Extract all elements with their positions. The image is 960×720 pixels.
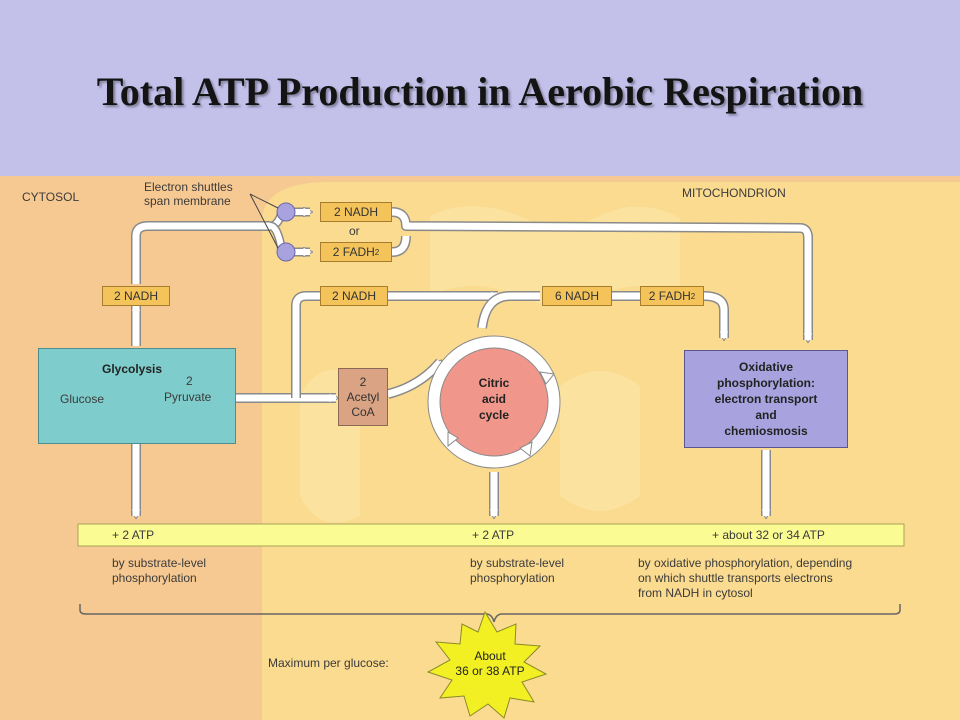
oxidative-line1: Oxidative bbox=[738, 360, 794, 374]
pyruvate-nadh-box: 2 NADH bbox=[320, 286, 388, 306]
glycolysis-title: Glycolysis bbox=[102, 362, 163, 376]
shuttle-fadh-subscript: 2 bbox=[374, 247, 380, 257]
atp-glycolysis: + 2 ATP bbox=[112, 528, 155, 542]
atp-citric: + 2 ATP bbox=[472, 528, 515, 542]
pyruvate-nadh-text: 2 NADH bbox=[331, 289, 376, 303]
oxidative-phosphorylation-box: Oxidative phosphorylation: electron tran… bbox=[684, 350, 848, 448]
note-substrate-2-line1: by substrate-level bbox=[470, 556, 565, 570]
title-banner bbox=[0, 0, 960, 176]
citric-line3: cycle bbox=[478, 408, 510, 422]
pyruvate-count: 2 bbox=[186, 374, 193, 388]
oxidative-line2: phosphorylation: bbox=[717, 376, 815, 390]
note-oxidative-line2: on which shuttle transports electrons bbox=[638, 571, 833, 585]
shuttle-circle-top bbox=[276, 202, 296, 222]
atp-oxidative: + about 32 or 34 ATP bbox=[712, 528, 825, 542]
acetyl-line3: CoA bbox=[351, 404, 375, 419]
cytosol-label: CYTOSOL bbox=[22, 190, 80, 204]
max-atp-starburst bbox=[426, 610, 548, 719]
acetyl-line1: 2 bbox=[359, 374, 367, 389]
note-oxidative-line3: from NADH in cytosol bbox=[638, 586, 753, 600]
maximum-atp-value: About 36 or 38 ATP bbox=[444, 646, 536, 682]
page-title: Total ATP Production in Aerobic Respirat… bbox=[96, 69, 864, 114]
diagram-graphics bbox=[77, 182, 960, 720]
glycolysis-box bbox=[38, 348, 236, 444]
maximum-label: Maximum per glucose: bbox=[268, 656, 389, 670]
glucose-label: Glucose bbox=[60, 392, 105, 406]
cycle-fadh-text: 2 FADH bbox=[648, 289, 691, 303]
oxidative-line3: electron transport bbox=[714, 392, 818, 406]
maximum-line2: 36 or 38 ATP bbox=[455, 664, 525, 678]
citric-line1: Citric bbox=[478, 376, 510, 390]
pyruvate-label: Pyruvate bbox=[164, 390, 212, 404]
shuttle-label-line2: span membrane bbox=[144, 194, 231, 208]
cycle-nadh-box: 6 NADH bbox=[542, 286, 612, 306]
citric-cycle-label: Citric acid cycle bbox=[454, 372, 534, 426]
diagram-area: CYTOSOL MITOCHONDRION Electron shuttles … bbox=[0, 176, 960, 720]
citric-line2: acid bbox=[481, 392, 506, 406]
acetyl-line2: Acetyl bbox=[346, 389, 380, 404]
atp-bar bbox=[77, 523, 905, 547]
note-substrate-1-line2: phosphorylation bbox=[112, 571, 197, 585]
oxidative-line4: and bbox=[755, 408, 777, 422]
shuttle-nadh-text: 2 NADH bbox=[333, 205, 378, 219]
citric-cycle-circle bbox=[428, 336, 560, 468]
cristae-3 bbox=[560, 371, 640, 511]
cycle-fadh-subscript: 2 bbox=[690, 291, 696, 301]
cycle-nadh-text: 6 NADH bbox=[554, 289, 599, 303]
shuttle-label-line1: Electron shuttles bbox=[144, 180, 233, 194]
glycolysis-nadh-text: 2 NADH bbox=[113, 289, 158, 303]
glycolysis-nadh-box: 2 NADH bbox=[102, 286, 170, 306]
note-substrate-2-line2: phosphorylation bbox=[470, 571, 555, 585]
total-brace bbox=[79, 604, 901, 623]
shuttle-fadh-text: 2 FADH bbox=[332, 245, 375, 259]
note-oxidative-line1: by oxidative phosphorylation, depending bbox=[638, 556, 853, 570]
shuttle-or: or bbox=[349, 224, 360, 238]
note-substrate-1-line1: by substrate-level bbox=[112, 556, 207, 570]
oxidative-line5: chemiosmosis bbox=[724, 424, 808, 438]
shuttle-circle-bottom bbox=[276, 242, 296, 262]
acetyl-coa-box: 2 Acetyl CoA bbox=[338, 368, 388, 426]
shuttle-nadh-box: 2 NADH bbox=[320, 202, 392, 222]
maximum-line1: About bbox=[474, 649, 506, 663]
mitochondrion-label: MITOCHONDRION bbox=[682, 186, 786, 200]
